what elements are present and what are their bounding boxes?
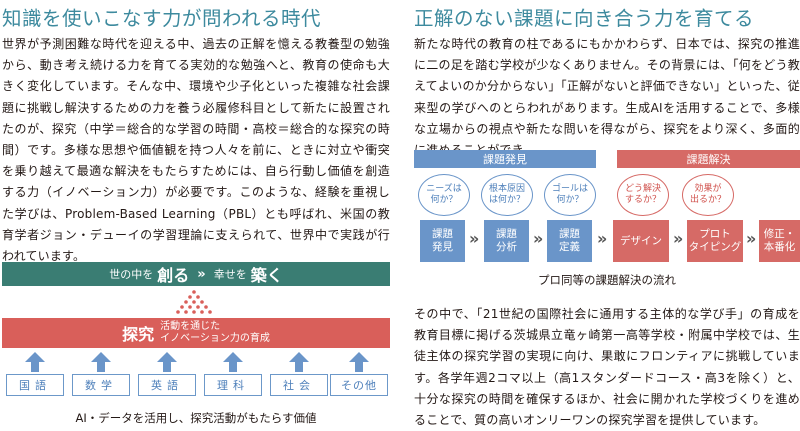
bubble-line: するか？ <box>624 195 661 205</box>
bubble-line: 何か？ <box>556 195 584 205</box>
step-line: 修正・ <box>763 228 796 240</box>
subject-item: 英語 <box>138 352 196 396</box>
right-title: 正解のない課題に向き合う力を育てる <box>414 7 755 30</box>
bubble-line: どう解決 <box>624 184 661 194</box>
subject-item: その他 <box>330 352 388 396</box>
flow-step: 課題定義 <box>547 220 592 262</box>
left-diagram-caption: AI・データを活用し、探究活動がもたらす価値 <box>75 411 317 425</box>
banner-text-b: 創る <box>157 266 190 285</box>
question-bubble: 効果が出るか？ <box>682 174 734 216</box>
up-arrow-icon <box>91 352 111 372</box>
bubble-line: 何か？ <box>430 195 458 205</box>
chevron-icon: » <box>533 229 544 248</box>
chevron-icon: » <box>746 229 757 248</box>
phase-solution: 課題解決 <box>617 150 800 168</box>
question-bubble: 根本原因は何か？ <box>481 174 533 216</box>
chevron-icon: » <box>469 229 480 248</box>
phase-discovery: 課題発見 <box>414 150 596 168</box>
flow-step: 修正・本番化 <box>759 220 800 262</box>
chevron-icon: » <box>597 229 608 248</box>
right-paragraph-2: その中で、「21世紀の国際社会に通用する主体的な学び手」の育成を教育目標に掲げる… <box>414 307 800 428</box>
right-diagram-caption: プロ同等の課題解決の流れ <box>538 273 676 287</box>
subject-label: その他 <box>330 374 388 396</box>
step-line: 分析 <box>496 241 517 253</box>
subject-label: 数学 <box>72 374 130 396</box>
subject-label: 英語 <box>138 374 196 396</box>
value-banner: 世の中を 創る » 幸せを 築く <box>2 262 390 286</box>
up-arrow-icon <box>25 352 45 372</box>
step-line: デザイン <box>620 234 662 247</box>
step-line: 課題 <box>496 228 517 240</box>
subject-item: 社会 <box>270 352 328 396</box>
question-bubble: どう解決するか？ <box>617 174 669 216</box>
bubble-line: ゴールは <box>551 184 588 194</box>
explore-sub-1: 活動を通じた <box>160 321 221 332</box>
right-paragraph-1: 新たな時代の教育の柱であるにもかかわらず、日本では、探究の推進に二の足を踏む学校… <box>414 37 800 157</box>
subject-label: 国語 <box>6 374 64 396</box>
step-line: プロト <box>699 228 731 240</box>
up-arrow-icon <box>349 352 369 372</box>
explore-subtitle: 活動を通じた イノベーション力の育成 <box>160 321 270 345</box>
step-line: 本番化 <box>763 241 796 253</box>
up-arrow-icon <box>157 352 177 372</box>
banner-text-d: 築く <box>250 266 283 285</box>
question-bubble: ニーズは何か？ <box>418 174 470 216</box>
flow-step: デザイン <box>613 220 669 262</box>
explore-title: 探究 <box>122 325 155 344</box>
bubble-line: ニーズは <box>426 184 462 194</box>
subject-item: 数学 <box>72 352 130 396</box>
step-line: 発見 <box>432 241 453 253</box>
dot-pyramid-icon <box>176 290 212 314</box>
question-bubble: ゴールは何か？ <box>544 174 596 216</box>
subject-item: 理科 <box>204 352 262 396</box>
step-line: 課題 <box>432 228 453 240</box>
subject-row: 国語 数学 英語 理科 社会 その他 <box>2 352 390 402</box>
bubble-line: 根本原因 <box>488 184 525 194</box>
bubble-line: 効果が <box>694 184 722 194</box>
left-paragraph: 世界が予測困難な時代を迎える中、過去の正解を憶える教養型の勉強から、動き考え続け… <box>2 37 390 264</box>
step-line: 課題 <box>559 228 580 240</box>
banner-arrows: » <box>197 266 206 282</box>
subject-item: 国語 <box>6 352 64 396</box>
explore-sub-2: イノベーション力の育成 <box>160 333 270 344</box>
left-title: 知識を使いこなす力が問われる時代 <box>2 7 322 30</box>
explore-box: 探究 活動を通じた イノベーション力の育成 <box>2 318 390 348</box>
step-line: タイピング <box>688 241 742 253</box>
bubble-line: 出るか？ <box>689 195 726 205</box>
flow-step: 課題分析 <box>484 220 529 262</box>
chevron-icon: » <box>673 229 684 248</box>
bubble-line: は何か？ <box>488 195 525 205</box>
flow-step: 課題発見 <box>420 220 465 262</box>
step-line: 定義 <box>559 241 580 253</box>
subject-label: 社会 <box>270 374 328 396</box>
banner-text-c: 幸せを <box>213 268 247 281</box>
banner-text-a: 世の中を <box>109 268 154 281</box>
subject-label: 理科 <box>204 374 262 396</box>
flow-step: プロトタイピング <box>687 220 743 262</box>
up-arrow-icon <box>289 352 309 372</box>
up-arrow-icon <box>223 352 243 372</box>
